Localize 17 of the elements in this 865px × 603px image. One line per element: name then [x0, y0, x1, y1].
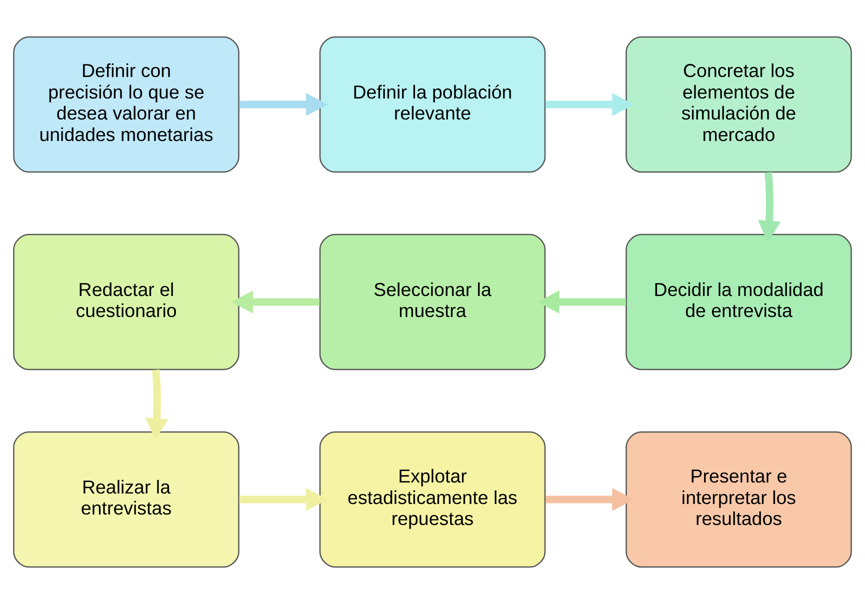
node-box: Decidir la modalidad de entrevista: [626, 233, 852, 370]
node-box: Realizar la entrevistas: [13, 430, 240, 568]
arrow: [239, 488, 328, 510]
node-box: Explotar estadisticamente las repuestas: [319, 430, 546, 568]
arrow: [546, 488, 634, 510]
node-box: Concretar los elementos de simulación de mercado: [626, 36, 852, 172]
node-box: Definir con precisión lo que se desea valorar en unidades monetarias: [13, 36, 240, 172]
node-box: Redactar el cuestionario: [13, 233, 240, 370]
arrow: [546, 92, 634, 116]
arrow: [537, 290, 626, 313]
node-box: Seleccionar la muestra: [319, 233, 546, 370]
arrow: [231, 290, 320, 313]
node-box: Presentar e interpretar los resultados: [626, 430, 852, 568]
arrow: [239, 92, 328, 116]
node-box: Definir la población relevante: [319, 36, 546, 172]
arrow: [758, 171, 781, 242]
arrow: [145, 368, 168, 440]
